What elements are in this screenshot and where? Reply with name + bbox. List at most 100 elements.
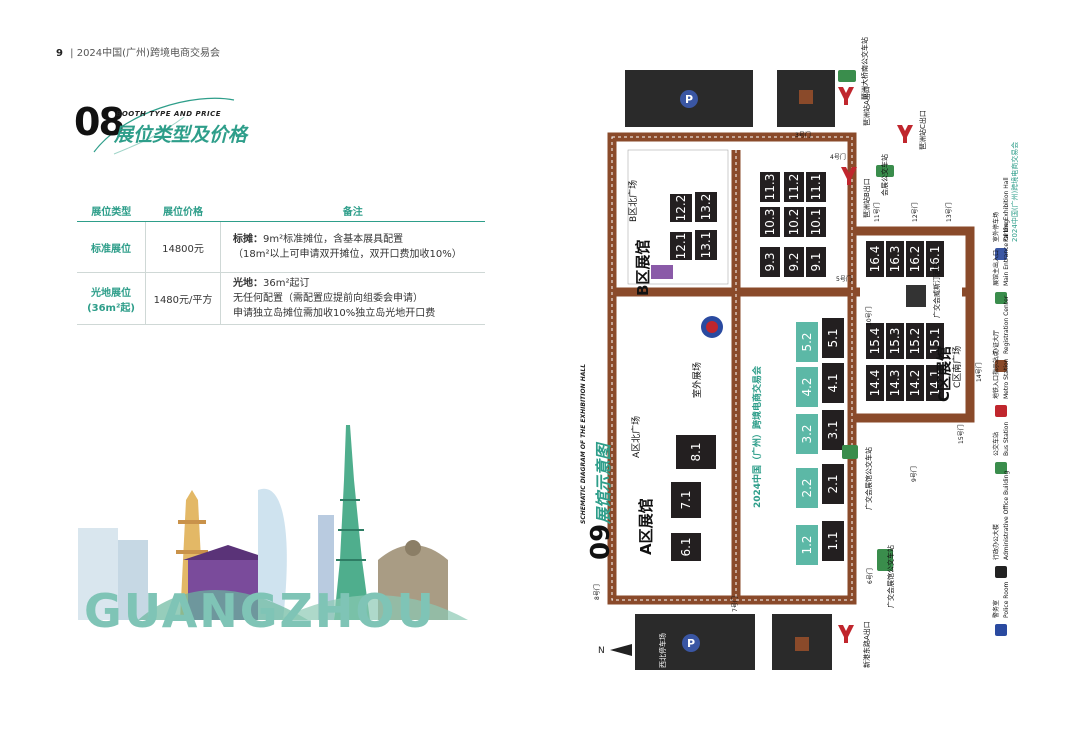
- legend-label-en: Bus Station: [1003, 421, 1010, 456]
- exhibition-hall-map: P P 6.17.18.112.112.21: [598, 70, 1007, 670]
- booth-price: 14800元: [145, 221, 221, 273]
- booth: [806, 247, 826, 277]
- booth: [671, 533, 701, 561]
- hall-a-label: A区展馆: [637, 498, 655, 555]
- booth: [906, 365, 924, 401]
- booth: [806, 207, 826, 237]
- booth-label: 11.1: [809, 174, 823, 201]
- gate-label: 5号门: [836, 276, 852, 283]
- booth: [822, 318, 844, 358]
- map-section-title: 展馆示意图: [594, 443, 613, 524]
- booth-label: 9.2: [787, 252, 801, 271]
- booth: [906, 241, 924, 277]
- booth: [670, 194, 692, 222]
- swoosh-decoration: [93, 97, 235, 155]
- booth: [784, 172, 804, 202]
- section-title-zh: 展位类型及价格: [114, 124, 248, 146]
- booth-label: 3.2: [800, 424, 814, 443]
- guangzhou-skyline-illustration: [78, 425, 468, 620]
- svg-text:P: P: [685, 93, 693, 106]
- running-head-sep: |: [66, 48, 77, 59]
- legend-label-zh: 警务室: [993, 599, 1000, 618]
- note-line: 9m²标准摊位，含基本展具配置: [263, 234, 404, 245]
- a-plaza-label: A区北广场: [632, 415, 642, 458]
- booth: [670, 232, 692, 260]
- gate-label: 7号门: [732, 596, 739, 612]
- booth-label: 4.1: [826, 373, 840, 392]
- bus-station-label: 会展公交车站: [881, 154, 889, 196]
- booth-label: 13.1: [699, 232, 713, 259]
- running-head: 9 | 2024中国(广州)跨境电商交易会: [56, 44, 220, 59]
- registration-icon: [995, 360, 1007, 372]
- parking-icon: [682, 634, 700, 652]
- office-icon: [995, 566, 1007, 578]
- event-label: 2024中国（广州）跨境电商交易会: [753, 365, 763, 508]
- price-table: 展位类型 展位价格 备注 标准展位 14800元 标摊：9m²标准摊位，含基本展…: [77, 199, 485, 325]
- gate-label: 15号门: [958, 424, 965, 444]
- metro-icon: [995, 405, 1007, 417]
- legend-label-en: Registration Center: [1003, 295, 1010, 354]
- pazhou-c-label: 琶洲站C出口: [919, 110, 927, 150]
- city-wordmark: GUANGZHOU: [84, 584, 436, 638]
- c-plaza-label: C区南广场: [953, 345, 963, 388]
- gate-label: 3号门: [795, 132, 811, 139]
- bus-station-label: 琶洲大桥南公交车站: [861, 37, 869, 100]
- booth: [796, 322, 818, 362]
- metro-icons: [838, 87, 913, 643]
- legend-label-en: Police Room: [1003, 581, 1010, 618]
- xingang-exit-label: 新港东路A出口: [863, 621, 871, 668]
- legend-label-zh: 办证大厅: [993, 329, 1000, 354]
- booth-label: 12.1: [674, 233, 688, 260]
- booth-label: 13.2: [699, 194, 713, 221]
- gate-label: 14号门: [976, 362, 983, 382]
- booth: [796, 525, 818, 565]
- hotel-label: 广交会威斯汀酒店: [933, 262, 941, 318]
- booth: [760, 247, 780, 277]
- bus-station-label: 广交会展馆公交车站: [865, 447, 873, 510]
- left-page: 9 | 2024中国(广州)跨境电商交易会 08 BOOTH TYPE AND …: [56, 44, 485, 638]
- booth-label: 15.2: [908, 328, 922, 355]
- booth: [760, 172, 780, 202]
- legend-label-zh: 行政办公大楼: [993, 523, 1000, 560]
- svg-text:P: P: [687, 637, 695, 650]
- registration-icon: [795, 637, 809, 651]
- note-line: 申请独立岛摊位需加收10%独立岛光地开口费: [233, 308, 436, 319]
- booth-label: 16.4: [868, 246, 882, 273]
- pazhou-b-label: 琶洲站B出口: [863, 178, 871, 218]
- parking-icon: [995, 248, 1007, 260]
- booth-label: 15.3: [888, 328, 902, 355]
- note-label: 光地：: [233, 278, 263, 289]
- booth: [695, 192, 717, 222]
- booth-label: 11.3: [763, 174, 777, 201]
- map-section-number: 09: [586, 523, 616, 560]
- booth-label: 16.3: [888, 246, 902, 273]
- bus-stop-icons: [838, 70, 894, 571]
- parking-icon: [680, 90, 698, 108]
- outdoor-label: 室外展场: [693, 361, 703, 398]
- booth: [906, 323, 924, 359]
- booth-label: 11.2: [787, 174, 801, 201]
- booth-label: 12.2: [674, 195, 688, 222]
- booth: [822, 521, 844, 561]
- bus-station-label: 广交会展馆公交车站: [887, 545, 895, 608]
- hotel-icon: [906, 285, 926, 307]
- note-line: （18m²以上可申请双开摊位，双开口费加收10%）: [233, 249, 462, 260]
- booth-type-line: (36m²起): [87, 302, 135, 314]
- booth-label: 14.2: [908, 370, 922, 397]
- booth-label: 3.1: [826, 420, 840, 439]
- section-title-en: BOOTH TYPE AND PRICE: [116, 110, 222, 118]
- booth-label: 10.2: [787, 209, 801, 236]
- table-row: 光地展位 (36m²起) 1480元/平方 光地：36m²起订 无任何配置（需配…: [77, 272, 485, 325]
- booth-label: 10.1: [809, 209, 823, 236]
- gate-label: 10号门: [866, 306, 873, 326]
- booth: [822, 363, 844, 403]
- legend-label-zh: 公交车站: [993, 431, 1000, 456]
- note-line: 36m²起订: [263, 278, 310, 289]
- booth: [806, 172, 826, 202]
- running-head-title: 2024中国(广州)跨境电商交易会: [76, 48, 220, 59]
- booth: [784, 207, 804, 237]
- booth: [926, 365, 944, 401]
- booth: [886, 323, 904, 359]
